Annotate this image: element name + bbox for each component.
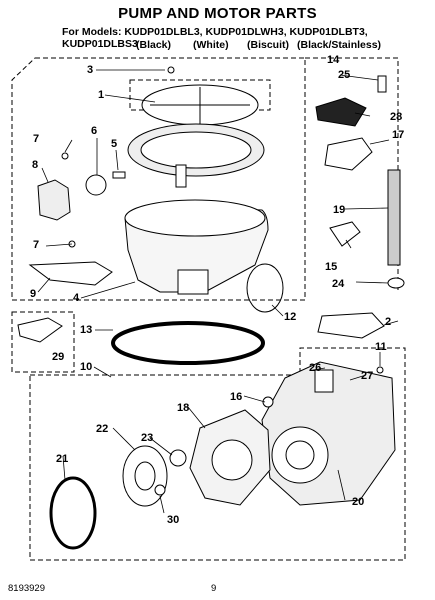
callout-7b: 7: [33, 239, 39, 251]
color-black-stainless: (Black/Stainless): [297, 39, 382, 51]
right-group-outline: [305, 57, 399, 290]
part-knob: [85, 174, 107, 196]
part-11-screw: [376, 366, 384, 374]
part-shaft: [175, 164, 187, 188]
part-25-connector: [377, 75, 387, 93]
part-motor-cap: [37, 179, 71, 221]
callout-9: 9: [30, 288, 36, 300]
callout-18: 18: [177, 402, 189, 414]
part-bracket: [17, 317, 63, 343]
callout-14: 14: [327, 54, 340, 66]
callout-26: 26: [309, 362, 321, 374]
outer-group-outline: [11, 57, 306, 301]
page-title: PUMP AND MOTOR PARTS: [118, 5, 317, 22]
callout-19: 19: [333, 204, 345, 216]
part-30-washer: [154, 484, 166, 496]
callout-1: 1: [98, 89, 104, 101]
part-clip: [112, 171, 126, 179]
part-15-clip: [329, 221, 361, 247]
part-28-cover: [315, 97, 367, 127]
callout-27: 27: [361, 370, 373, 382]
callout-28: 28: [390, 111, 402, 123]
color-white: (White): [193, 39, 229, 51]
callout-16: 16: [230, 391, 242, 403]
callout-12: 12: [284, 311, 296, 323]
part-plate: [28, 261, 113, 286]
callout-25: 25: [338, 69, 350, 81]
part-screw-3: [167, 66, 175, 74]
callout-2: 2: [385, 316, 391, 328]
part-23-seal: [169, 449, 187, 467]
callout-29: 29: [52, 351, 64, 363]
callout-3: 3: [87, 64, 93, 76]
callout-20: 20: [352, 496, 364, 508]
part-21-ring: [49, 476, 97, 550]
callout-21: 21: [56, 453, 68, 465]
document-number: 8193929: [8, 583, 45, 594]
callout-30: 30: [167, 514, 179, 526]
callout-5: 5: [111, 138, 117, 150]
motor-group-outline: [29, 347, 406, 561]
part-26-capacitor: [314, 369, 334, 393]
part-17-sensor: [324, 137, 373, 171]
part-24-clamp: [387, 277, 405, 289]
color-biscuit: (Biscuit): [247, 39, 289, 51]
callout-23: 23: [141, 432, 153, 444]
callout-22: 22: [96, 423, 108, 435]
callout-4: 4: [73, 292, 80, 304]
page-number: 9: [211, 583, 217, 594]
callout-15: 15: [325, 261, 337, 273]
model-list: For Models: KUDP01DLBL3, KUDP01DLWH3, KU…: [62, 26, 368, 50]
part-screw-7a: [61, 152, 69, 160]
callout-6: 6: [91, 125, 97, 137]
part-16-nut: [262, 396, 274, 408]
color-black: (Black): [136, 39, 172, 51]
part-19-hose: [387, 169, 401, 266]
callout-13: 13: [80, 324, 92, 336]
callout-24: 24: [332, 278, 345, 290]
part-2-shield: [317, 312, 385, 339]
part-gasket: [111, 321, 265, 365]
bracket-box-outline: [11, 311, 75, 373]
callout-10: 10: [80, 361, 92, 373]
callout-17: 17: [392, 129, 404, 141]
callout-11: 11: [375, 341, 387, 353]
callout-8: 8: [32, 159, 38, 171]
part-ring: [246, 263, 284, 313]
callout-7a: 7: [33, 133, 39, 145]
